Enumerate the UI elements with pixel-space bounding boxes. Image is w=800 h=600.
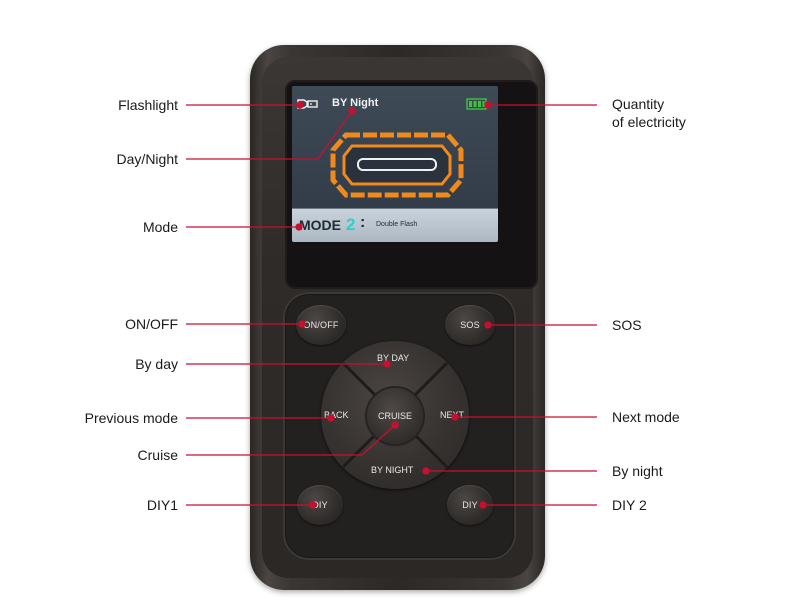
mode-bar: MODE 2 : Double Flash [292,208,498,242]
callout-dot-mode [295,223,303,231]
callout-label-on-off: ON/OFF [125,316,178,332]
callout-dot-sos [484,321,492,329]
callout-dot-on-off [298,320,306,328]
callout-dot-by-night [422,467,430,475]
callout-dot-diy1 [309,501,317,509]
callout-label-next-mode: Next mode [612,409,680,425]
callout-label-diy1: DIY1 [146,497,178,513]
by-day-button[interactable]: BY DAY [377,353,410,363]
mode-label: MODE [299,217,341,233]
callout-label-sos: SOS [612,317,642,333]
callout-dot-next-mode [451,413,459,421]
callout-label-day-night: Day/Night [116,151,178,167]
back-button[interactable]: BACK [324,410,349,420]
callout-label-previous-mode: Previous mode [84,410,178,426]
day-night-status: BY Night [332,97,379,109]
callout-label-by-day: By day [135,356,178,372]
mode-number: 2 [346,215,356,234]
cruise-button[interactable]: CRUISE [367,388,423,444]
by-night-button[interactable]: BY NIGHT [371,465,414,475]
display-screen: BY Night MODE 2 : Double Flash [292,86,498,242]
callout-dot-by-day [383,360,391,368]
callout-dot-previous-mode [327,414,335,422]
callout-dot-flashlight [296,101,304,109]
callout-label-quantity-line2: of electricity [612,114,686,130]
callout-dot-cruise [391,421,399,429]
callout-dot-diy2 [479,501,487,509]
callout-label-diy2: DIY 2 [612,497,647,513]
mode-separator: : [360,214,366,231]
callout-label-mode: Mode [142,219,178,235]
callout-line-cruise [186,424,396,456]
light-bar-icon [330,132,464,198]
callout-dot-quantity [484,101,492,109]
callout-dot-day-night [348,107,356,115]
callout-label-quantity-line1: Quantity [612,96,665,112]
callout-label-cruise: Cruise [137,447,178,463]
callout-label-flashlight: Flashlight [118,97,178,113]
mode-name: Double Flash [376,221,418,228]
callout-label-by-night: By night [612,463,663,479]
callout-line-day-night [186,110,353,160]
